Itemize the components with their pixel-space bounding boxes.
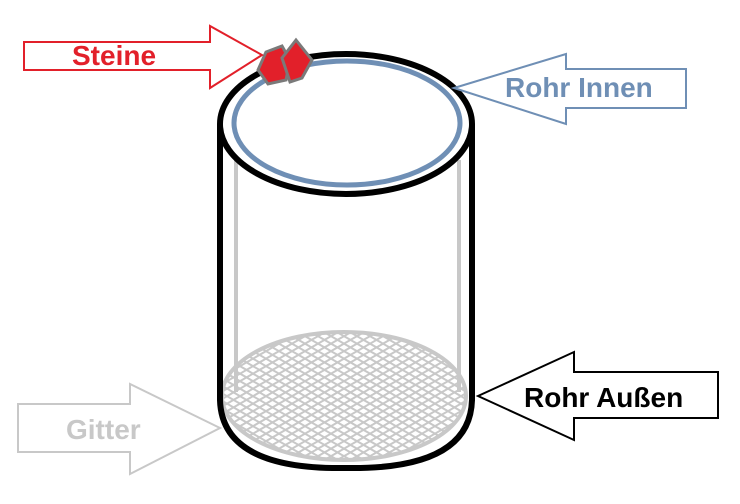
gitter-mesh-line <box>341 332 466 460</box>
rohr-innen-rim <box>231 58 463 188</box>
gitter-mesh-line <box>319 332 466 460</box>
rohr-aussen-arrow: Rohr Außen <box>475 350 719 442</box>
steine-arrow: Steine <box>23 24 264 90</box>
gitter-arrow: Gitter <box>17 382 223 476</box>
rohr-innen-label: Rohr Innen <box>505 72 653 103</box>
gitter-mesh-line <box>302 332 466 460</box>
gitter-mesh-line <box>222 332 347 460</box>
gitter-mesh-line <box>293 332 466 460</box>
rohr-aussen <box>217 51 475 472</box>
steine-stones <box>256 37 314 86</box>
gitter-mesh-line <box>358 332 466 460</box>
gitter-mesh-line <box>222 332 386 460</box>
gitter-mesh-line <box>263 332 466 460</box>
gitter-mesh-line <box>367 332 466 460</box>
gitter-mesh-line <box>371 332 466 460</box>
gitter-mesh-line <box>222 332 412 460</box>
rohr-innen-wall <box>234 160 461 392</box>
gitter-mesh-line <box>306 332 466 460</box>
steine-label: Steine <box>72 40 156 71</box>
gitter-mesh-line <box>328 332 466 460</box>
gitter-mesh-line <box>276 332 466 460</box>
gitter-mesh-line <box>254 332 466 460</box>
rohr-innen-arrow: Rohr Innen <box>450 52 687 126</box>
gitter-mesh-line <box>222 332 321 460</box>
gitter-mesh-line <box>222 332 373 460</box>
gitter-mesh-line <box>222 332 399 460</box>
gitter-mesh-line <box>280 332 466 460</box>
rohr-aussen-label: Rohr Außen <box>524 382 683 413</box>
gitter-mesh-line <box>354 332 466 460</box>
gitter-mesh-line <box>222 332 438 460</box>
gitter-mesh-line <box>222 332 360 460</box>
gitter-mesh-line <box>250 332 466 460</box>
gitter-mesh-line <box>222 332 334 460</box>
gitter-mesh-line <box>345 332 466 460</box>
gitter-mesh-line <box>222 332 425 460</box>
gitter-mesh-line <box>332 332 466 460</box>
gitter-mesh-line <box>289 332 466 460</box>
gitter-label: Gitter <box>66 414 141 445</box>
gitter-mesh-line <box>315 332 466 460</box>
gitter-mesh-line <box>267 332 466 460</box>
